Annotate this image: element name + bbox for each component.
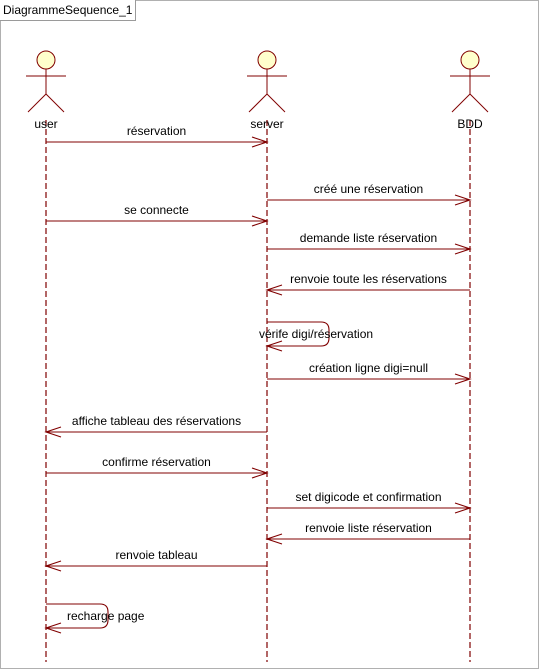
actor-label-user: user (34, 117, 57, 131)
message-12-arrowhead (44, 560, 62, 572)
message-4-label: demande liste réservation (300, 231, 437, 245)
actor-left-leg-user (27, 93, 47, 113)
actor-label-server: server (250, 117, 283, 131)
message-9-label: confirme réservation (102, 455, 211, 469)
actor-right-leg-server (266, 93, 286, 113)
message-6-arrowhead (265, 340, 283, 352)
message-12-label: renvoie tableau (115, 548, 197, 562)
message-7-label: création ligne digi=null (309, 361, 428, 375)
message-2-label: créé une réservation (314, 182, 423, 196)
message-13-self-loop (46, 603, 109, 629)
message-8-label: affiche tableau des réservations (72, 414, 241, 428)
actor-head-server[interactable] (257, 50, 277, 70)
actor-label-bdd: BDD (457, 117, 483, 131)
message-13-arrowhead (44, 622, 62, 634)
message-6-label: vérife digi/réservation (259, 327, 373, 341)
message-11-arrowhead (265, 533, 283, 545)
actor-head-bdd[interactable] (460, 50, 480, 70)
message-10-label: set digicode et confirmation (295, 490, 441, 504)
message-9-arrowhead (251, 467, 269, 479)
message-5-arrowhead (265, 284, 283, 296)
diagram-title-tab[interactable]: DiagrammeSequence_1 (0, 0, 137, 21)
message-8-arrowhead (44, 426, 62, 438)
message-5-label: renvoie toute les réservations (290, 272, 447, 286)
actor-head-user[interactable] (36, 50, 56, 70)
message-1-label: réservation (127, 124, 186, 138)
message-13-label: recharge page (67, 609, 145, 623)
actor-left-leg-server (248, 93, 268, 113)
message-11-label: renvoie liste réservation (305, 521, 432, 535)
message-7-arrowhead (454, 373, 472, 385)
message-2-arrowhead (454, 194, 472, 206)
message-10-arrowhead (454, 502, 472, 514)
message-1-arrowhead (251, 136, 269, 148)
message-4-arrowhead (454, 243, 472, 255)
message-3-label: se connecte (124, 203, 189, 217)
actor-right-leg-user (45, 93, 65, 113)
actor-left-leg-bdd (451, 93, 471, 113)
actor-right-leg-bdd (469, 93, 489, 113)
message-3-arrowhead (251, 215, 269, 227)
message-6-self-loop (267, 321, 330, 347)
